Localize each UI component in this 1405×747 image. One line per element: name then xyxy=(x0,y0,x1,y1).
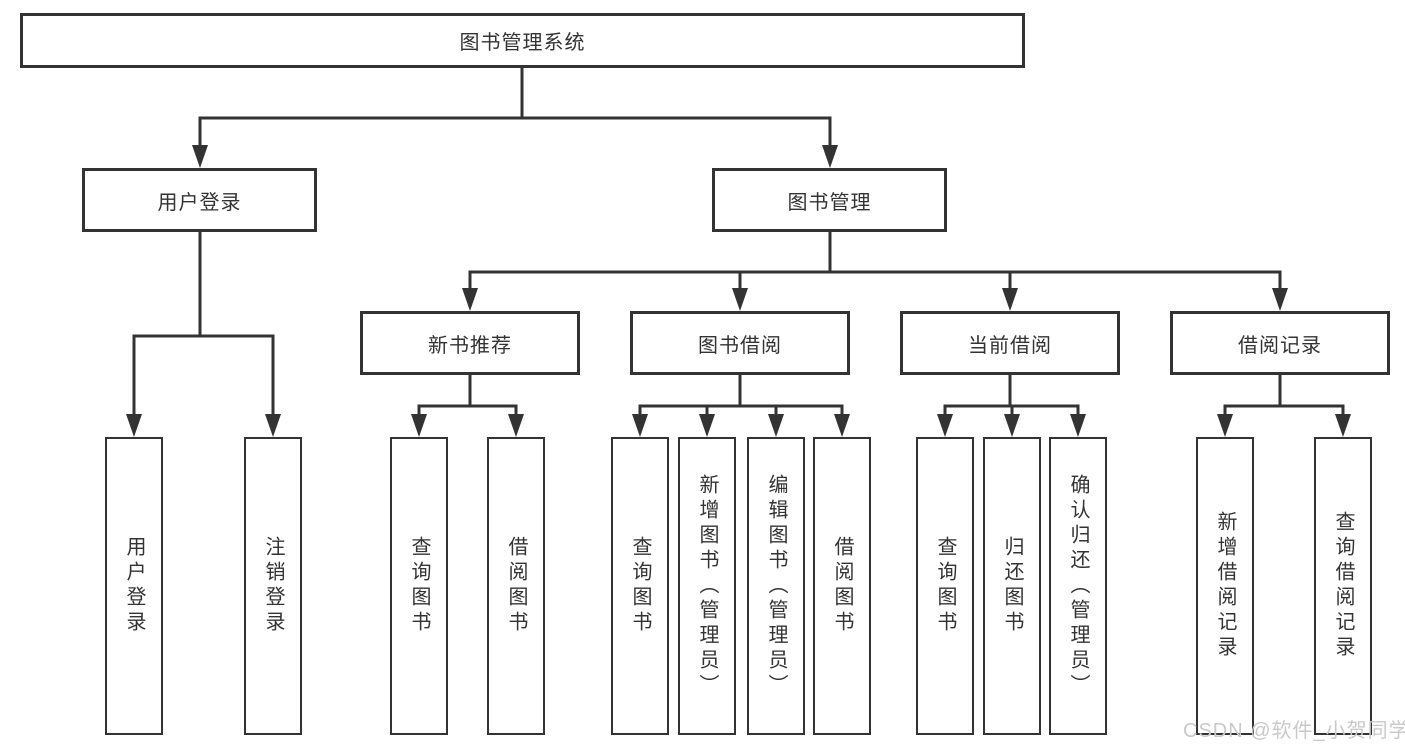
node-current-borrow-label: 当前借阅 xyxy=(968,334,1052,357)
node-user-login-branch-label: 用户登录 xyxy=(157,191,242,214)
leaf-user-login: 用户登录 xyxy=(105,437,163,735)
leaf-user-login-label: 用户登录 xyxy=(123,536,145,636)
leaf-br-query-record-label: 查询借阅记录 xyxy=(1332,511,1354,661)
leaf-bb-edit-books-admin: 编辑图书（管理员） xyxy=(747,437,805,735)
edges-root-to-branches xyxy=(192,68,838,168)
leaf-rec-borrow-books: 借阅图书 xyxy=(487,437,545,735)
leaf-rec-borrow-books-label: 借阅图书 xyxy=(505,536,527,636)
leaf-bb-borrow-books: 借阅图书 xyxy=(813,437,871,735)
leaf-bb-edit-books-admin-label: 编辑图书（管理员） xyxy=(765,473,787,699)
csdn-watermark: CSDN @软件_小贺同学 xyxy=(1183,720,1405,742)
leaf-cb-query-books: 查询图书 xyxy=(916,437,974,735)
leaf-bb-add-books-admin: 新增图书（管理员） xyxy=(678,437,736,735)
leaf-logout-label: 注销登录 xyxy=(262,536,284,636)
node-book-borrow-label: 图书借阅 xyxy=(698,334,782,357)
leaf-cb-return-books: 归还图书 xyxy=(983,437,1041,735)
node-root-system-label: 图书管理系统 xyxy=(459,32,586,54)
node-new-book-rec: 新书推荐 xyxy=(360,311,580,375)
node-borrow-records: 借阅记录 xyxy=(1170,311,1390,375)
leaf-cb-confirm-return-admin-label: 确认归还（管理员） xyxy=(1067,473,1089,699)
node-user-login-branch: 用户登录 xyxy=(82,168,317,232)
edges-user-login-to-leaves xyxy=(126,232,281,437)
leaf-logout: 注销登录 xyxy=(244,437,302,735)
leaf-br-add-record: 新增借阅记录 xyxy=(1196,437,1254,735)
node-book-borrow: 图书借阅 xyxy=(630,311,850,375)
node-borrow-records-label: 借阅记录 xyxy=(1238,334,1322,357)
leaf-bb-query-books-label: 查询图书 xyxy=(629,536,651,636)
node-new-book-rec-label: 新书推荐 xyxy=(428,334,512,357)
node-root-system: 图书管理系统 xyxy=(20,13,1025,68)
leaf-br-add-record-label: 新增借阅记录 xyxy=(1214,511,1236,661)
leaf-rec-query-books-label: 查询图书 xyxy=(408,536,430,636)
leaf-bb-query-books: 查询图书 xyxy=(611,437,669,735)
node-book-mgmt-branch-label: 图书管理 xyxy=(787,191,872,214)
leaf-br-query-record: 查询借阅记录 xyxy=(1314,437,1372,735)
leaf-cb-query-books-label: 查询图书 xyxy=(934,536,956,636)
edges-borrow-records-to-leaves xyxy=(1217,375,1351,437)
leaf-cb-confirm-return-admin: 确认归还（管理员） xyxy=(1049,437,1107,735)
edges-new-book-rec-to-leaves xyxy=(411,375,524,437)
leaf-bb-add-books-admin-label: 新增图书（管理员） xyxy=(696,473,718,699)
node-current-borrow: 当前借阅 xyxy=(900,311,1120,375)
leaf-rec-query-books: 查询图书 xyxy=(390,437,448,735)
node-book-mgmt-branch: 图书管理 xyxy=(712,168,947,232)
edges-current-borrow-to-leaves xyxy=(937,375,1086,437)
leaf-bb-borrow-books-label: 借阅图书 xyxy=(831,536,853,636)
edges-book-borrow-to-leaves xyxy=(632,375,850,437)
edges-book-mgmt-to-modules xyxy=(462,232,1288,311)
leaf-cb-return-books-label: 归还图书 xyxy=(1001,536,1023,636)
